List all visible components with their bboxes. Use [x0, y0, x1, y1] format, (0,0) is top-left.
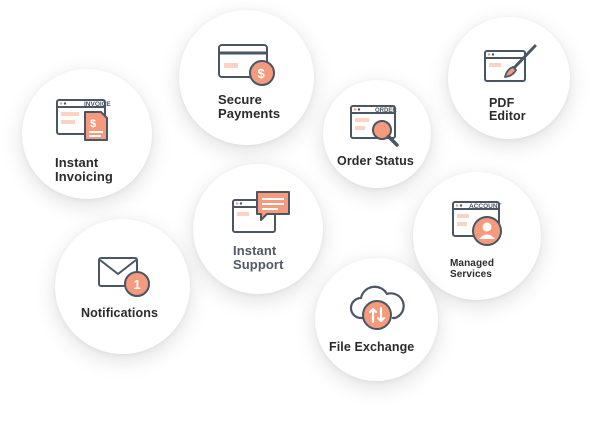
pdf-editor-icon: [484, 44, 537, 82]
feature-instant-invoicing: INVOICE $ Instant Invoicing: [22, 69, 152, 199]
svg-text:$: $: [90, 118, 96, 130]
cloud-exchange-icon: [349, 285, 405, 330]
feature-label: Order Status: [337, 154, 414, 168]
feature-order-status: ORDER Order Status: [323, 80, 431, 188]
order-icon-text: ORDER: [375, 108, 397, 114]
feature-label: Secure Payments: [218, 92, 281, 121]
feature-pdf-editor: PDF Editor: [448, 17, 570, 139]
mail-notification-icon: 1: [98, 257, 150, 297]
feature-file-exchange: File Exchange: [315, 258, 438, 381]
order-search-icon: ORDER: [350, 105, 399, 147]
invoice-icon: INVOICE $: [56, 99, 111, 141]
account-icon: ACCOUNT: [452, 201, 502, 246]
feature-label: File Exchange: [329, 340, 415, 354]
account-icon-text: ACCOUNT: [469, 203, 502, 210]
feature-instant-support: Instant Support: [193, 164, 323, 294]
feature-managed-services: ACCOUNT Managed Services: [413, 172, 541, 300]
feature-notifications: 1 Notifications: [55, 219, 190, 354]
feature-label: Managed Services: [450, 258, 495, 280]
invoice-icon-text: INVOICE: [84, 101, 111, 108]
feature-secure-payments: $ Secure Payments: [179, 10, 314, 145]
feature-label: Notifications: [81, 306, 158, 320]
feature-label: Instant Support: [233, 243, 284, 272]
feature-label: PDF Editor: [489, 96, 526, 124]
svg-text:$: $: [258, 66, 266, 81]
chat-support-icon: [232, 191, 290, 233]
feature-label: Instant Invoicing: [55, 155, 113, 184]
credit-card-icon: $: [218, 44, 275, 86]
notification-badge: 1: [134, 277, 141, 292]
